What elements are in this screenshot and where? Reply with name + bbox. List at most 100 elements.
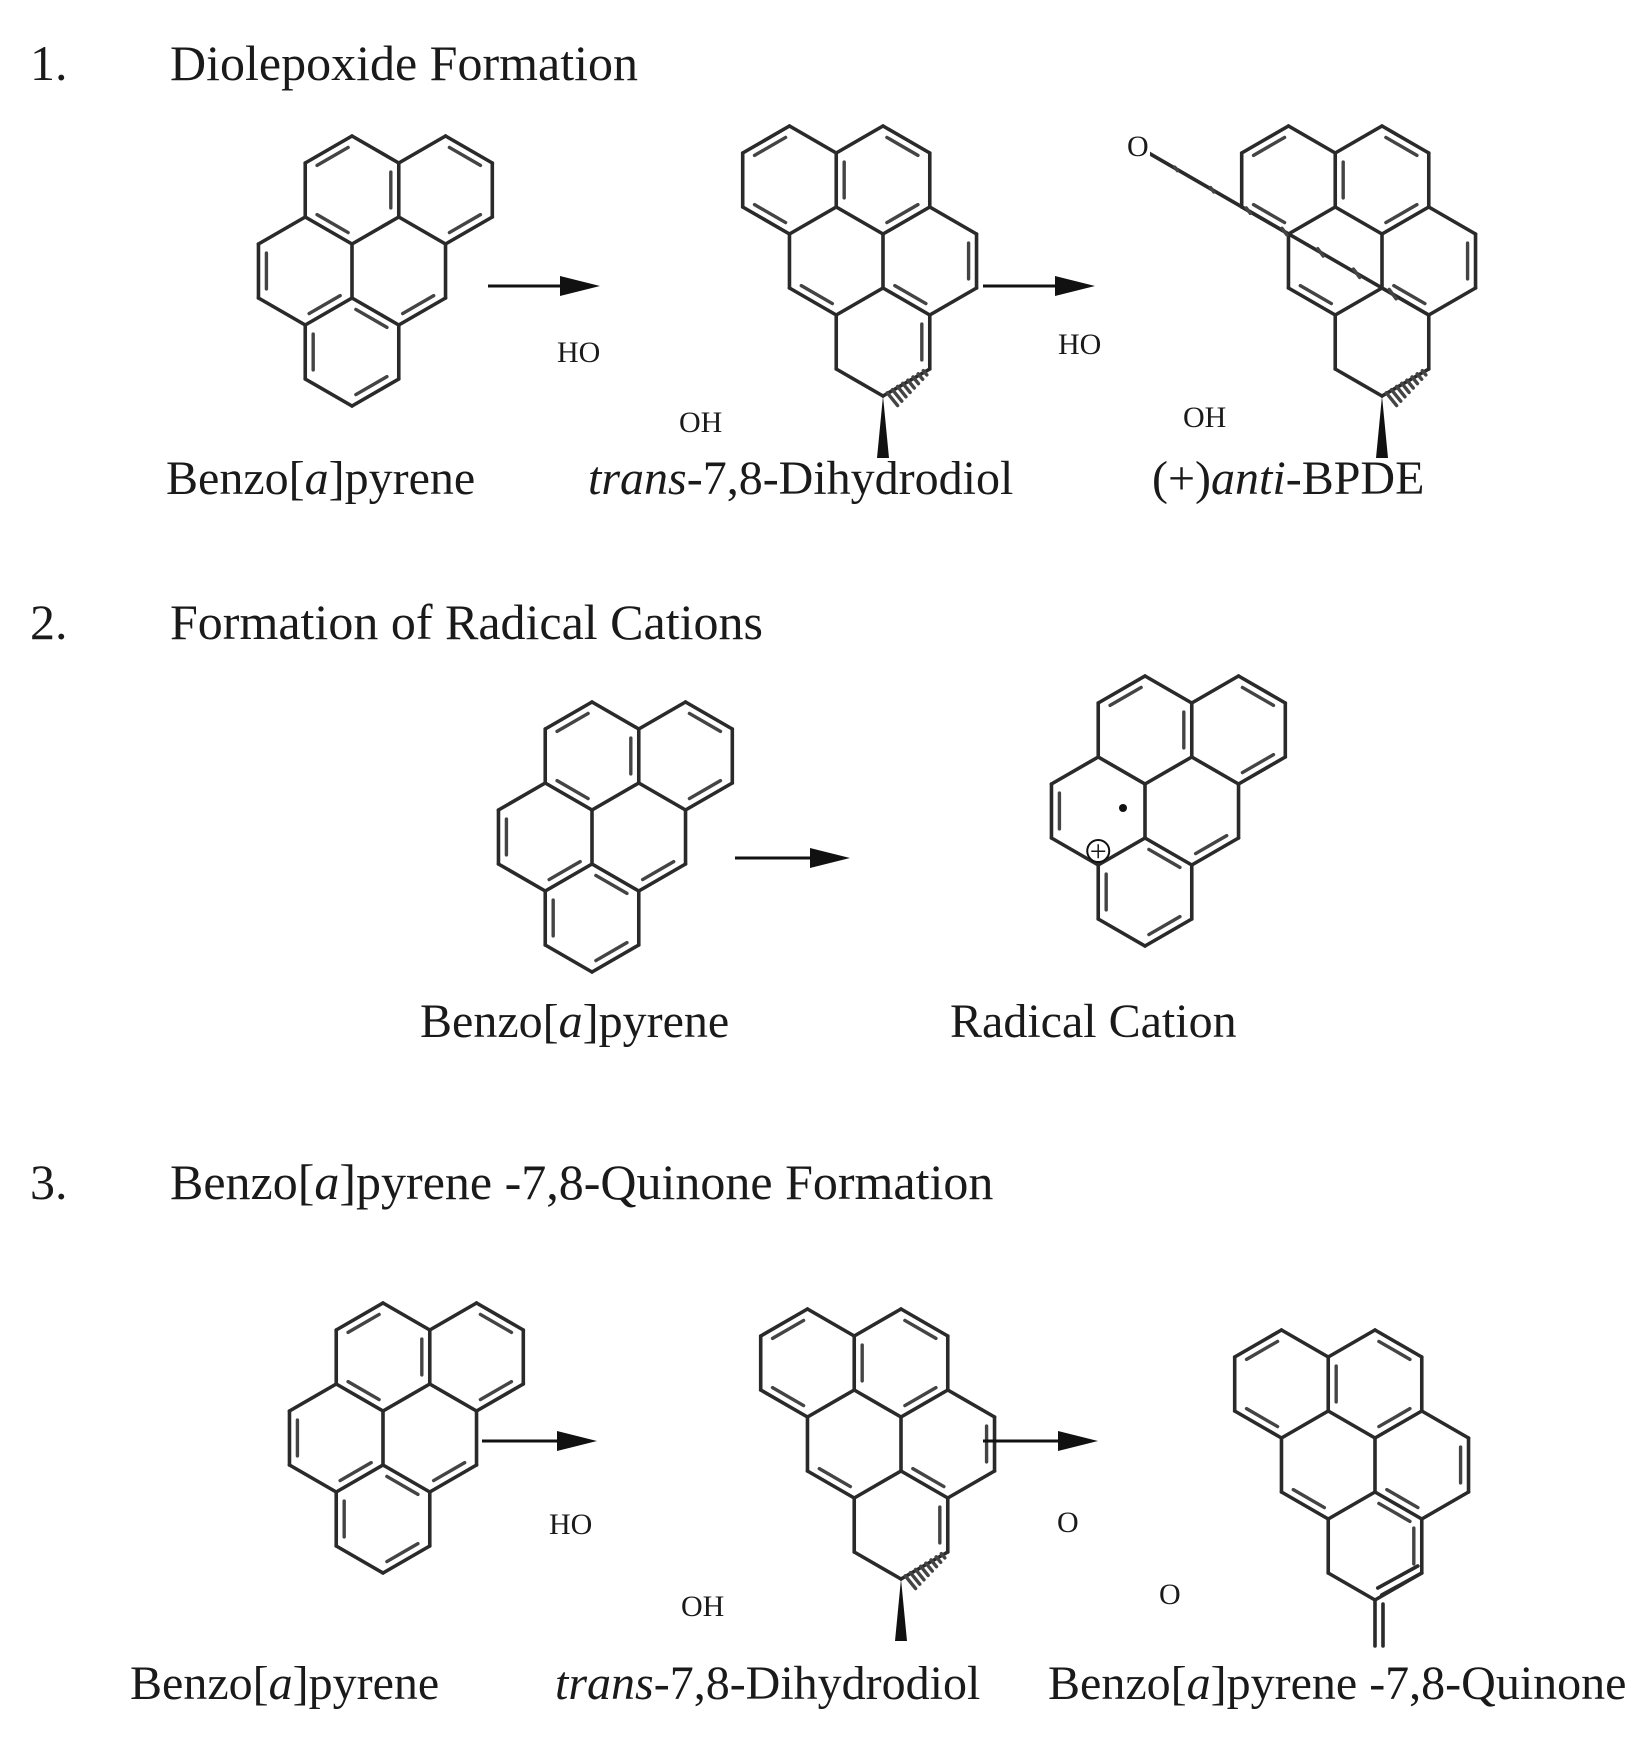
s3-benzopyrene-bond bbox=[427, 1301, 479, 1332]
s3-dihydrodiol-hash-wedge bbox=[908, 1570, 922, 1586]
s2-radical-cation-bond bbox=[1096, 836, 1147, 867]
s1-bpde-epoxide-o-label: O bbox=[1126, 130, 1150, 163]
s3-dihydrodiol-oh-label: OH bbox=[680, 1590, 726, 1623]
s3-benzopyrene-double-bond bbox=[478, 1379, 514, 1402]
s1-label-dihydrodiol: trans-7,8-Dihydrodiol bbox=[588, 452, 1014, 505]
s1-bpde-bond bbox=[1426, 205, 1478, 236]
s3-quinone-double-bond bbox=[1244, 1406, 1280, 1429]
s3-benzopyrene-bond bbox=[381, 1463, 432, 1494]
s1-bpde-solid-wedge bbox=[1376, 396, 1388, 458]
s1-dihydrodiol-hash-wedge bbox=[911, 375, 921, 386]
s2-benzopyrene-bond bbox=[496, 781, 548, 812]
s1-bpde-oh-label: OH bbox=[1182, 401, 1228, 434]
s3-label-quinone: Benzo[a]pyrene -7,8-Quinone bbox=[1048, 1657, 1627, 1710]
s3-dihydrodiol-bond bbox=[758, 1307, 810, 1338]
s1-arrow-2-head bbox=[1055, 276, 1095, 296]
s2-benzopyrene-bond bbox=[543, 862, 594, 893]
s1-benzopyrene-double-bond bbox=[447, 145, 483, 168]
s3-dihydrodiol-double-bond bbox=[817, 1466, 853, 1489]
s1-dihydrodiol-bond bbox=[834, 286, 885, 317]
s3-benzopyrene-double-bond bbox=[385, 1474, 420, 1497]
s3-benzopyrene-bond bbox=[334, 1301, 385, 1332]
s3-quinone-bond bbox=[1419, 1409, 1471, 1440]
s3-benzopyrene-bond bbox=[381, 1301, 432, 1332]
s2-benzopyrene-double-bond bbox=[640, 859, 676, 882]
s1-bpde-bond bbox=[1333, 124, 1384, 155]
s3-benzopyrene-double-bond bbox=[346, 1312, 381, 1335]
s3-quinone-o1-label: O bbox=[1056, 1506, 1080, 1539]
s1-label-bpde: (+)anti-BPDE bbox=[1152, 452, 1425, 505]
s1-bpde-bond bbox=[1286, 205, 1338, 236]
s3-dihydrodiol-bond bbox=[945, 1469, 997, 1500]
s3-dihydrodiol-bond bbox=[852, 1307, 903, 1338]
s2-radical-cation-double-bond bbox=[1147, 847, 1182, 870]
s2-benzopyrene-double-bond bbox=[594, 940, 629, 963]
section-3-number: 3. bbox=[30, 1154, 68, 1210]
s1-benzopyrene-double-bond bbox=[315, 145, 350, 168]
s3-dihydrodiol-hash-wedge bbox=[929, 1558, 939, 1569]
s1-bpde-hash-wedge bbox=[1410, 375, 1420, 386]
s1-benzopyrene-bond bbox=[396, 296, 448, 327]
s1-bpde-epoxide-hash bbox=[1244, 206, 1253, 216]
s3-quinone-co1 bbox=[1379, 1571, 1424, 1597]
s3-dihydrodiol-hash-wedge bbox=[913, 1567, 926, 1582]
s1-bpde-bond bbox=[1380, 205, 1431, 236]
s1-benzopyrene-bond bbox=[303, 134, 354, 165]
s3-benzopyrene-bond bbox=[427, 1382, 479, 1413]
s1-benzopyrene-double-bond bbox=[315, 212, 350, 235]
s2-benzopyrene-bond bbox=[683, 781, 735, 812]
s1-dihydrodiol-bond bbox=[834, 124, 885, 155]
s2-benzopyrene-bond bbox=[590, 943, 641, 974]
s1-benzopyrene-double-bond bbox=[307, 293, 342, 316]
s2-radical-cation-bond bbox=[1143, 917, 1194, 948]
s3-quinone-bond bbox=[1419, 1490, 1471, 1521]
s2-radical-cation-bond bbox=[1236, 755, 1288, 786]
s3-quinone-bond bbox=[1326, 1571, 1377, 1602]
s1-dihydrodiol-bond bbox=[881, 124, 932, 155]
s1-dihydrodiol-double-bond bbox=[752, 202, 788, 225]
s1-bpde-hash-wedge bbox=[1400, 381, 1411, 395]
s2-benzopyrene-double-bond bbox=[687, 711, 723, 734]
s3-dihydrodiol-hash-wedge bbox=[934, 1555, 943, 1565]
s3-benzopyrene-double-bond bbox=[385, 1541, 420, 1564]
s1-dihydrodiol-double-bond bbox=[885, 135, 920, 158]
s2-cation-circle bbox=[1086, 839, 1111, 863]
s3-benzopyrene-double-bond bbox=[338, 1460, 373, 1483]
s2-label-benzopyrene: Benzo[a]pyrene bbox=[420, 995, 730, 1048]
s3-quinone-double-bond bbox=[1377, 1406, 1412, 1429]
s1-bpde-double-bond bbox=[1251, 202, 1287, 225]
s2-benzopyrene-double-bond bbox=[555, 778, 590, 801]
s3-quinone-double-bond bbox=[1244, 1339, 1280, 1362]
section-2-number: 2. bbox=[30, 594, 68, 650]
s2-benzopyrene-bond bbox=[590, 781, 641, 812]
s3-benzopyrene-bond bbox=[474, 1382, 526, 1413]
s1-dihydrodiol-bond bbox=[740, 205, 792, 236]
s1-dihydrodiol-double-bond bbox=[799, 283, 835, 306]
s3-dihydrodiol-double-bond bbox=[911, 1466, 946, 1489]
s3-benzopyrene-double-bond bbox=[346, 1379, 381, 1402]
s2-radical-cation-double-bond bbox=[1108, 685, 1143, 708]
s3-dihydrodiol-bond bbox=[805, 1388, 857, 1419]
s2-radical-cation-bond bbox=[1049, 836, 1101, 867]
s1-dihydrodiol-oh-label: OH bbox=[678, 406, 724, 439]
s3-quinone-double-bond bbox=[1291, 1487, 1327, 1510]
s1-benzopyrene-bond bbox=[256, 296, 308, 327]
s3-dihydrodiol-bond bbox=[758, 1388, 810, 1419]
s2-radical-cation-bond bbox=[1143, 836, 1194, 867]
s3-benzopyrene-bond bbox=[287, 1382, 339, 1413]
s3-benzopyrene-bond bbox=[474, 1301, 526, 1332]
s2-radical-cation-double-bond bbox=[1193, 833, 1229, 856]
s1-dihydrodiol-hash-wedge bbox=[906, 378, 917, 390]
s3-quinone-double-bond bbox=[1377, 1501, 1412, 1524]
s1-benzopyrene-bond bbox=[303, 296, 354, 327]
s1-bpde-bond bbox=[1333, 367, 1384, 398]
s1-dihydrodiol-hash-wedge bbox=[921, 368, 929, 377]
s3-dihydrodiol-hash-wedge bbox=[919, 1564, 930, 1578]
s1-bpde-epoxide-hash bbox=[1173, 165, 1180, 173]
s1-benzopyrene-bond bbox=[396, 215, 448, 246]
s2-radical-cation-bond bbox=[1049, 755, 1101, 786]
s1-dihydrodiol-ho-label: HO bbox=[556, 336, 602, 369]
s1-dihydrodiol-double-bond bbox=[885, 202, 920, 225]
s3-dihydrodiol-bond bbox=[899, 1307, 950, 1338]
